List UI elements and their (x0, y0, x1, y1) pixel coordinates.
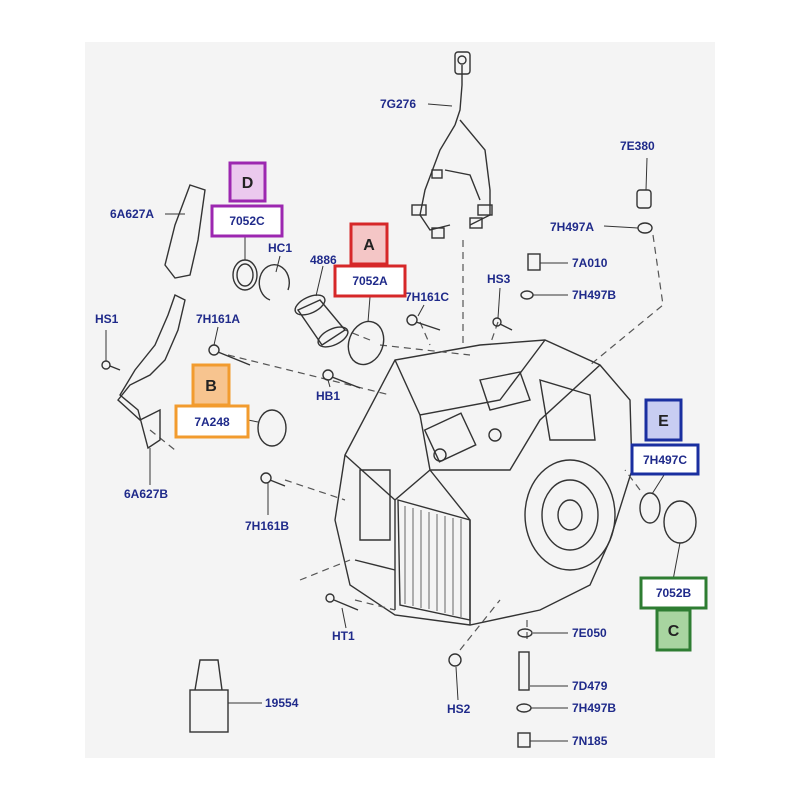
label-7H161C: 7H161C (405, 290, 449, 304)
label-HB1: HB1 (316, 389, 340, 403)
callout-B-letter-box (191, 363, 231, 407)
bolt-7H161B (260, 472, 286, 487)
oring-7H497C (639, 492, 661, 524)
callout-E-letter: E (658, 413, 669, 430)
callout-B-part: 7A248 (194, 415, 230, 429)
label-7A010: 7A010 (572, 256, 608, 270)
sealant-bottle-19554 (189, 659, 229, 733)
callout-A-part: 7052A (352, 274, 388, 288)
callout-C-letter: C (668, 623, 680, 640)
label-4886: 4886 (310, 253, 337, 267)
plug-HS2 (448, 653, 462, 667)
callout-C-part-box (639, 576, 708, 610)
label-6A627A: 6A627A (110, 207, 154, 221)
sleeve-4886 (294, 294, 349, 348)
plug-7A010 (527, 253, 541, 271)
label-7H161A: 7H161A (196, 312, 240, 326)
oring-7E050 (517, 628, 533, 638)
label-6A627B: 6A627B (124, 487, 168, 501)
dashed-leaders (149, 234, 664, 651)
label-HT1: HT1 (332, 629, 355, 643)
wiring-harness-7G276 (411, 51, 493, 239)
seal-7A248 (257, 409, 287, 447)
callout-B-part-box (174, 404, 250, 439)
label-7H161B: 7H161B (245, 519, 289, 533)
part-labels: 7G276 7E380 7H497A 7A010 7H497B HS3 7H16… (95, 97, 655, 748)
label-HC1: HC1 (268, 241, 292, 255)
callout-D-letter: D (242, 175, 254, 192)
diagram-background (85, 42, 715, 758)
callout-C-part: 7052B (656, 586, 692, 600)
callout-A-part-box (333, 264, 407, 298)
label-7N185: 7N185 (572, 734, 608, 748)
label-7G276: 7G276 (380, 97, 416, 111)
callout-A-letter-box (349, 222, 389, 266)
callout-D: D 7052C (210, 161, 284, 238)
label-HS2: HS2 (447, 702, 471, 716)
callout-A-letter: A (363, 237, 375, 254)
label-7H497A: 7H497A (550, 220, 594, 234)
label-7E380: 7E380 (620, 139, 655, 153)
callout-E-part-box (630, 443, 700, 476)
screw-HS3 (492, 317, 513, 331)
label-leaders (105, 103, 681, 742)
callout-C-letter-box (655, 608, 692, 652)
label-HS1: HS1 (95, 312, 119, 326)
plug-7D479 (518, 651, 530, 691)
callout-C: 7052B C (639, 576, 708, 652)
callout-B-letter: B (205, 378, 217, 395)
bracket-6A627B (117, 294, 186, 450)
label-HS3: HS3 (487, 272, 511, 286)
transmission-housing (334, 339, 633, 626)
seal-7052A (347, 320, 385, 366)
stud-HT1 (325, 593, 359, 611)
label-7D479: 7D479 (572, 679, 608, 693)
label-7H497B-top: 7H497B (572, 288, 616, 302)
callout-B: B 7A248 (174, 363, 250, 439)
callout-A: A 7052A (333, 222, 407, 298)
callout-E: E 7H497C (630, 398, 700, 476)
heat-shield-6A627A (164, 184, 206, 279)
callout-E-part: 7H497C (643, 453, 687, 467)
label-7H497B-bottom: 7H497B (572, 701, 616, 715)
plug-7N185 (517, 732, 531, 748)
callout-D-part: 7052C (229, 214, 265, 228)
label-19554: 19554 (265, 696, 299, 710)
callout-E-letter-box (644, 398, 683, 442)
bolt-7H161C (406, 314, 441, 331)
callout-D-letter-box (228, 161, 267, 203)
circlip-HC1 (258, 264, 290, 301)
breather-7E380 (636, 189, 652, 209)
callout-D-part-box (210, 204, 284, 238)
label-7E050: 7E050 (572, 626, 607, 640)
